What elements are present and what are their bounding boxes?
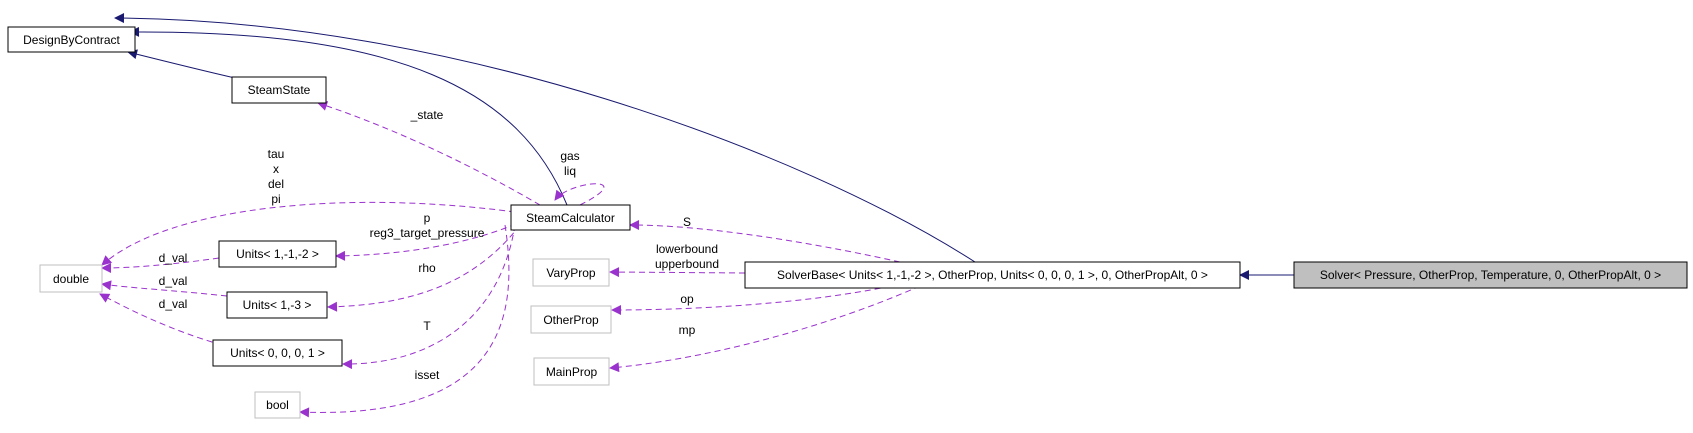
edge-mp [609, 285, 921, 373]
node-other-prop[interactable]: OtherProp [530, 305, 612, 334]
node-main-prop-label: MainProp [546, 365, 598, 379]
node-main-prop[interactable]: MainProp [533, 357, 610, 386]
node-solver[interactable]: Solver< Pressure, OtherProp, Temperature… [1293, 261, 1688, 289]
label-x: x [273, 162, 279, 176]
label-upperbound: upperbound [655, 257, 719, 271]
label-reg3-target-pressure: reg3_target_pressure [370, 226, 485, 240]
label-op: op [680, 292, 694, 306]
node-double[interactable]: double [39, 264, 103, 293]
node-design-by-contract-label: DesignByContract [23, 33, 120, 47]
edge-isset [299, 224, 510, 418]
label-dval-3: d_val [159, 297, 188, 311]
node-bool[interactable]: bool [254, 391, 301, 419]
label-gas: gas [560, 149, 579, 163]
label-pi: pi [271, 192, 280, 206]
edge-tau-x-del-pi [101, 201, 516, 266]
node-units-1-m1-m2[interactable]: Units< 1,-1,-2 > [218, 240, 337, 268]
inheritance-edges [114, 13, 1294, 280]
node-vary-prop-label: VaryProp [546, 266, 595, 280]
node-solver-base-label: SolverBase< Units< 1,-1,-2 >, OtherProp,… [777, 268, 1208, 282]
label-dval-2: d_val [159, 274, 188, 288]
label-isset: isset [415, 368, 440, 382]
edge-S [629, 220, 901, 263]
label-p: p [424, 211, 431, 225]
label-tau: tau [268, 147, 285, 161]
label-del: del [268, 177, 284, 191]
label-state: _state [410, 108, 444, 122]
node-units-0-0-0-1-label: Units< 0, 0, 0, 1 > [230, 346, 325, 360]
node-units-0-0-0-1[interactable]: Units< 0, 0, 0, 1 > [212, 339, 343, 367]
label-mp: mp [679, 323, 696, 337]
label-S: S [683, 215, 691, 229]
node-steam-state-label: SteamState [248, 83, 311, 97]
edge-p-reg3 [335, 219, 526, 261]
edge-op [611, 283, 901, 315]
node-other-prop-label: OtherProp [543, 313, 599, 327]
edge-lower-upper [609, 267, 746, 278]
usage-edges [99, 101, 921, 418]
node-solver-label: Solver< Pressure, OtherProp, Temperature… [1320, 268, 1661, 282]
node-solver-base[interactable]: SolverBase< Units< 1,-1,-2 >, OtherProp,… [744, 261, 1241, 289]
node-steam-calculator-label: SteamCalculator [526, 211, 615, 225]
node-steam-calculator[interactable]: SteamCalculator [510, 204, 631, 231]
edge-dval-1 [101, 257, 220, 273]
node-vary-prop[interactable]: VaryProp [532, 258, 610, 287]
edge-dval-2 [101, 280, 228, 297]
label-liq: liq [564, 164, 576, 178]
edge-state [317, 101, 541, 206]
label-lowerbound: lowerbound [656, 242, 718, 256]
node-double-label: double [53, 272, 89, 286]
edge-gas-liq [554, 183, 605, 206]
label-rho: rho [418, 261, 436, 275]
edge-rho [327, 224, 521, 312]
node-design-by-contract[interactable]: DesignByContract [7, 26, 136, 53]
node-bool-label: bool [266, 398, 289, 412]
node-units-1-m3-label: Units< 1,-3 > [243, 298, 312, 312]
node-steam-state[interactable]: SteamState [231, 76, 327, 104]
edge-labels: _state gas liq tau x del pi p reg3_targe… [159, 108, 719, 382]
edge-steamstate-to-designbycontract [127, 49, 236, 79]
label-dval-1: d_val [159, 251, 188, 265]
node-units-1-m1-m2-label: Units< 1,-1,-2 > [236, 247, 319, 261]
node-units-1-m3[interactable]: Units< 1,-3 > [226, 291, 328, 319]
edge-T [342, 224, 516, 370]
edge-solverbase-to-designbycontract [114, 13, 976, 263]
label-T: T [423, 319, 431, 333]
edge-steamcalculator-to-designbycontract [129, 26, 568, 206]
edge-dval-3 [99, 293, 223, 346]
